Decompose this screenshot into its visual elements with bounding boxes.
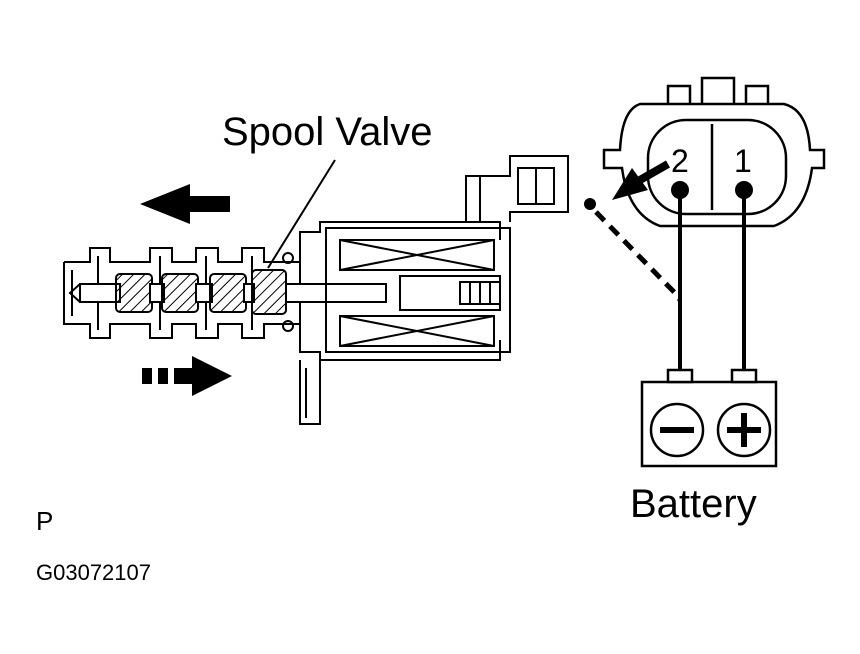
flow-arrow-left-solid xyxy=(140,184,230,224)
flow-arrow-right-dashed xyxy=(142,356,232,396)
solenoid-body xyxy=(299,155,569,425)
spool xyxy=(68,269,387,315)
spool-valve-leader-line xyxy=(267,159,336,269)
terminal-connector xyxy=(602,76,826,228)
terminal-2-label: 2 xyxy=(671,143,689,179)
view-letter: P xyxy=(36,506,54,536)
connector-view-arrow xyxy=(612,160,670,200)
spool-valve-label: Spool Valve xyxy=(222,110,433,154)
battery-negative-icon xyxy=(660,427,694,433)
battery-label: Battery xyxy=(630,482,757,526)
battery-positive-icon xyxy=(727,413,761,447)
dashed-lead-line xyxy=(584,198,683,302)
terminal-1-label: 1 xyxy=(734,143,752,179)
figure-code: G03072107 xyxy=(36,560,151,585)
battery xyxy=(640,368,778,468)
terminal-leads xyxy=(671,181,753,372)
